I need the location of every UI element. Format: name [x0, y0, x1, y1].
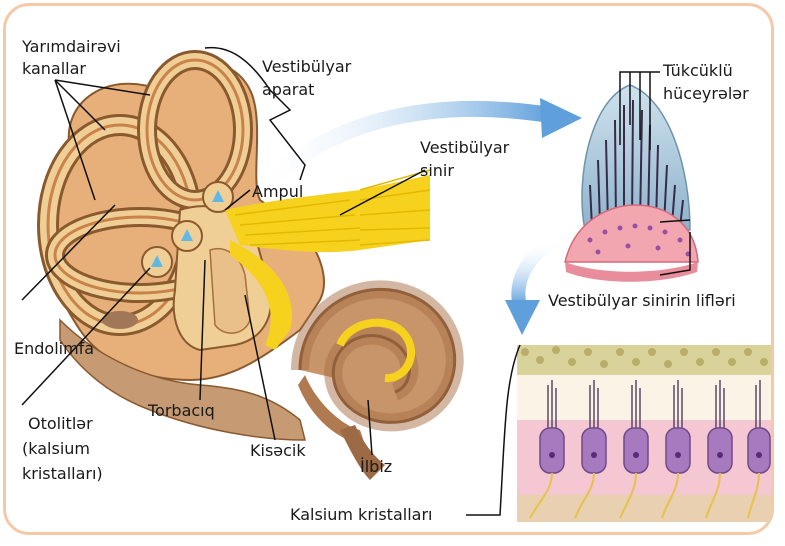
label-utricle: Torbacıq: [148, 400, 215, 422]
cupula-hair-cells: [565, 85, 698, 282]
label-hair-cells-2: hüceyrələr: [663, 83, 749, 105]
otolith-section: [517, 345, 771, 522]
label-nerve-fibers: Vestibülyar sinirin lifləri: [548, 290, 736, 312]
label-otoliths-2: (kalsium: [22, 438, 90, 460]
label-semicircular-canals-1: Yarımdairəvi: [22, 36, 121, 58]
label-saccule: Kisəcik: [250, 440, 306, 462]
cochlea-spiral: [298, 289, 455, 480]
labyrinth: [47, 60, 324, 440]
label-hair-cells-1: Tükcüklü: [663, 60, 733, 82]
label-calcium-crystals: Kalsium kristalları: [290, 504, 432, 526]
label-semicircular-canals-2: kanallar: [22, 58, 86, 80]
label-vestibular-apparatus-1: Vestibülyar: [262, 56, 351, 78]
label-ampulla: Ampul: [252, 181, 303, 203]
label-vestibular-nerve-1: Vestibülyar: [420, 137, 509, 159]
label-endolymph: Endolimfa: [14, 338, 94, 360]
label-vestibular-apparatus-2: aparat: [262, 79, 314, 101]
arrow-head-2: [505, 300, 540, 335]
label-cochlea: İlbiz: [360, 456, 392, 478]
label-otoliths-3: kristalları): [22, 463, 103, 485]
label-otoliths-1: Otolitlər: [28, 413, 93, 435]
label-vestibular-nerve-2: sinir: [420, 160, 454, 182]
arrow-head-1: [540, 98, 582, 138]
